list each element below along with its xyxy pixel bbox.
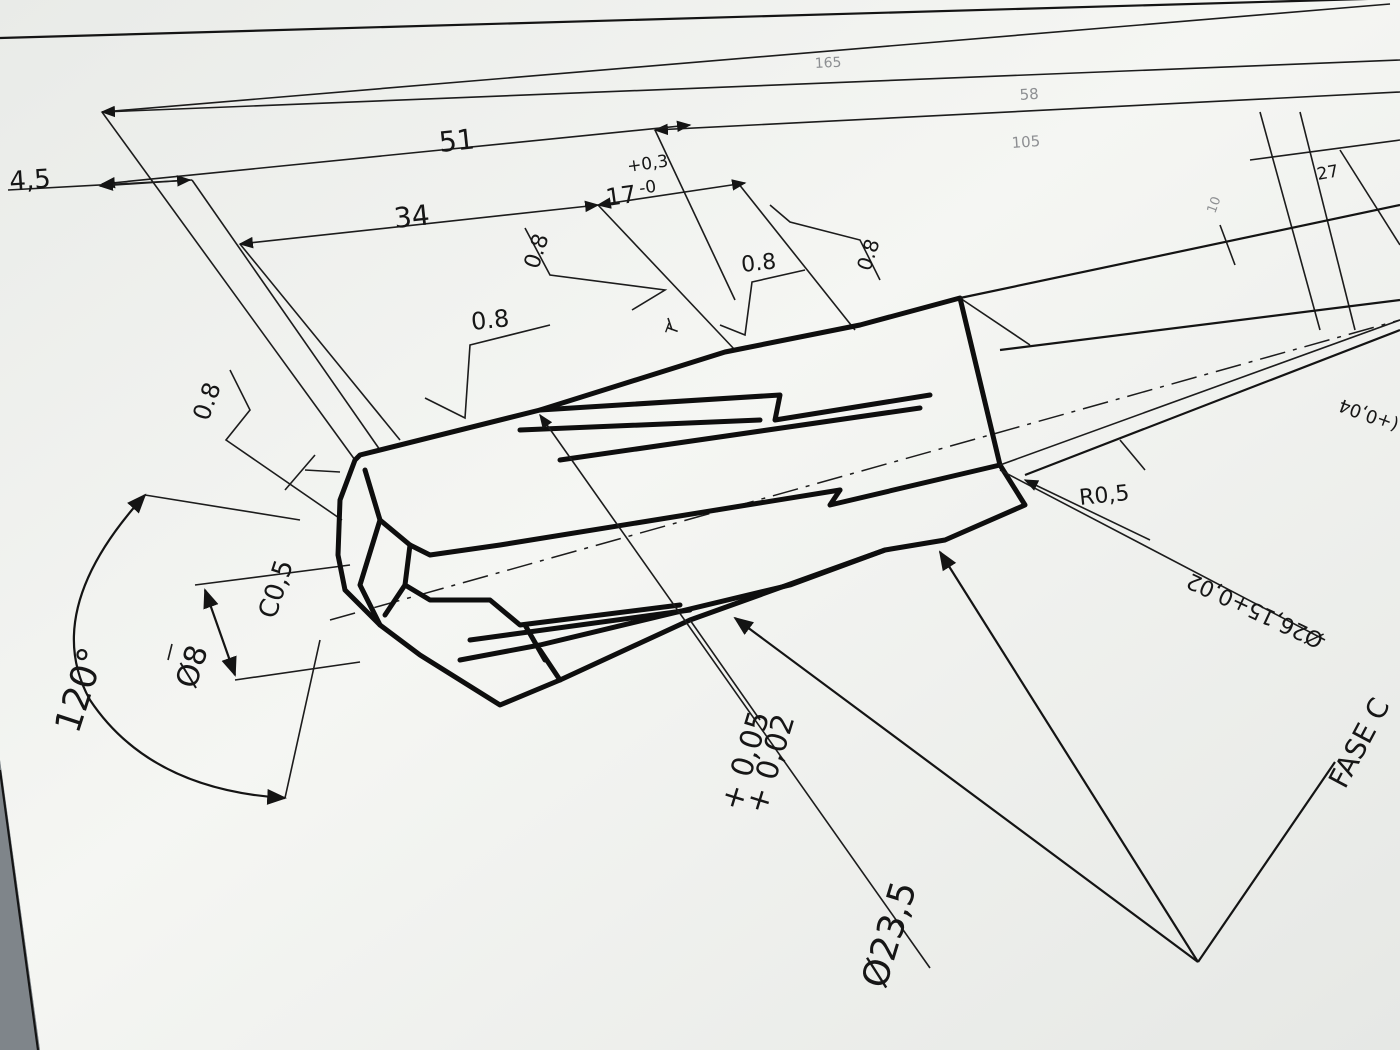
shaft-lines: [959, 203, 1400, 641]
frame-left-line: [0, 769, 40, 1050]
dim-105: 105: [1011, 132, 1041, 152]
svg-text:0.8: 0.8: [740, 249, 777, 278]
paper-edge-shadow: [0, 760, 40, 1050]
roughness-symbol-4: 0.8: [719, 249, 806, 337]
dim-line-51: [100, 120, 692, 189]
dim-27: 27: [1315, 161, 1340, 184]
frame-top-line: [0, 0, 1369, 40]
dim-line-105: [653, 91, 1400, 136]
dim-line-165: [101, 3, 1391, 113]
dim-34: 34: [392, 198, 431, 235]
dim-line-34: [238, 200, 600, 249]
dim-line-58: [100, 59, 1400, 118]
svg-text:0.8: 0.8: [470, 304, 511, 336]
dim-10: 10: [1205, 195, 1225, 216]
angle-arc-120: [72, 493, 287, 805]
dim-58: 58: [1019, 85, 1039, 104]
extension-lines: [101, 111, 1356, 461]
radius-r0-5: R0,5: [1078, 481, 1131, 511]
dim-line-17: [596, 179, 747, 209]
center-line: [329, 319, 1400, 621]
roughness-symbol-2: 0.8: [424, 304, 551, 420]
dim-4-5: 4,5: [8, 164, 51, 197]
part-outline: [335, 295, 1028, 708]
dim-17-tol-lower: -0: [638, 177, 658, 199]
dim-17: 17: [604, 180, 638, 212]
fase-leaders: [733, 550, 1336, 963]
dim-165: 165: [814, 55, 842, 72]
dim-51: 51: [437, 122, 476, 159]
dimension-lines: [7, 3, 1400, 249]
